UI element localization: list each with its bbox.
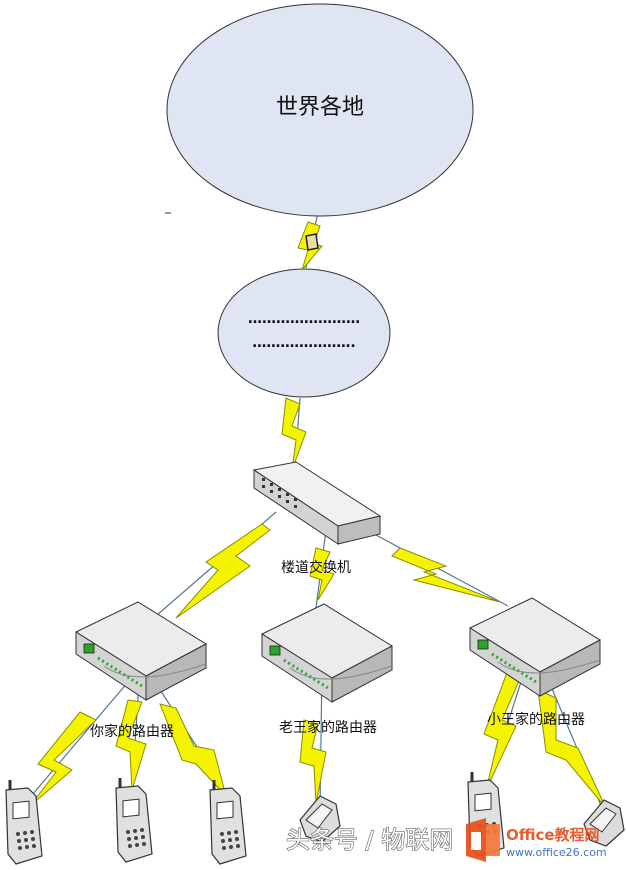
phone-4 [299, 795, 341, 843]
flip-phone-icon [583, 799, 625, 847]
router-2: 老王家的路由器 [260, 603, 394, 736]
router-1-label: 你家的路由器 [90, 723, 174, 740]
router-icon [468, 597, 602, 697]
lightning-bolt-icon [29, 711, 97, 807]
lightning-bolt-icon [159, 703, 227, 797]
watermark: 头条号 / 物联网 Office教程网 www.office26.com [285, 818, 607, 862]
lightning-bolt-icon [537, 689, 607, 809]
isp-line-1: …………………… [248, 311, 360, 327]
router-icon [74, 601, 208, 701]
brand-name: Office教程网 [506, 826, 600, 844]
switch-icon [252, 461, 382, 545]
wireless-links [29, 221, 607, 809]
phone-3 [209, 780, 247, 865]
office-logo-icon [466, 818, 500, 862]
lightning-bolt-icon [175, 523, 271, 619]
cell-phone-icon [209, 780, 247, 865]
cell-phone-icon [5, 780, 43, 865]
lightning-bolt-icon [299, 719, 327, 805]
cell-phone-icon [115, 778, 153, 863]
phone-2 [115, 778, 153, 863]
router-1: 你家的路由器 [74, 601, 208, 740]
router-3: 小王家的路由器 [468, 597, 602, 728]
lightning-bolt-icon [391, 547, 501, 603]
router-3-label: 小王家的路由器 [487, 711, 585, 728]
router-2-label: 老王家的路由器 [279, 719, 377, 736]
lightning-bolt-icon [309, 547, 335, 601]
watermark-text: 头条号 / 物联网 [286, 826, 453, 854]
switch-label: 楼道交换机 [281, 559, 351, 576]
world-label: 世界各地 [276, 95, 364, 120]
brand-url: www.office26.com [506, 846, 607, 859]
uplink-device-icon [305, 233, 319, 251]
phone-6 [583, 799, 625, 847]
isp-line-2: …………………. [252, 335, 355, 351]
flip-phone-icon [299, 795, 341, 843]
world-cloud: 世界各地 [166, 3, 474, 217]
isp-cloud: …………………… …………………. [217, 268, 391, 398]
lightning-bolt-icon [281, 397, 307, 471]
link-r1-phone1 [31, 667, 141, 796]
phone-1 [5, 780, 43, 865]
lightning-bolt-icon [115, 699, 147, 791]
link-switch-router3 [375, 534, 509, 607]
router-icon [260, 603, 394, 703]
lightning-bolt-icon [483, 669, 523, 791]
